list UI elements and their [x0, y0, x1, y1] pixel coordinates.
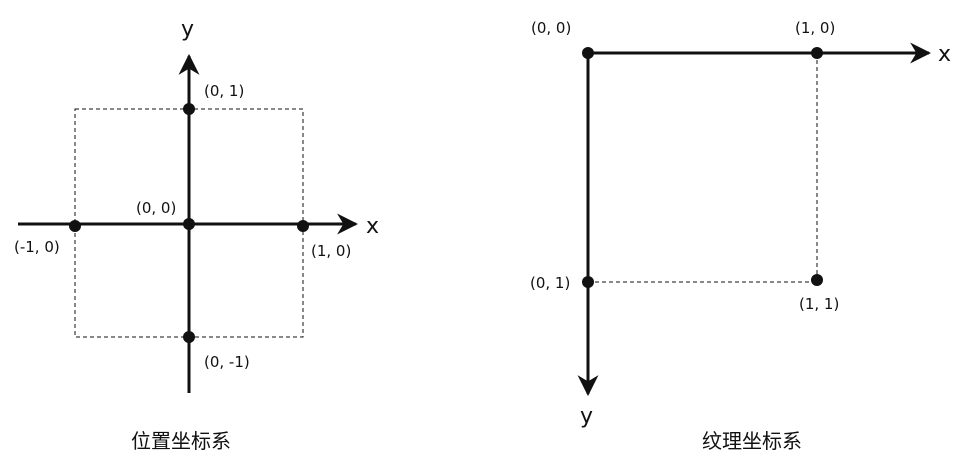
- texture-point-label: (0, 1): [530, 274, 570, 292]
- texture-point-label: (1, 1): [799, 295, 839, 313]
- texture-point-1-1: [811, 274, 823, 286]
- position-point-label: (-1, 0): [14, 238, 60, 256]
- position-point-label: (0, 1): [204, 82, 244, 100]
- position-point-label: (1, 0): [311, 242, 351, 260]
- position-x-axis-label: x: [366, 214, 379, 239]
- texture-point-label: (0, 0): [531, 19, 571, 37]
- texture-point-0-1: [582, 276, 594, 288]
- position-point-0-neg1: [183, 331, 195, 343]
- position-y-axis-label: y: [181, 17, 194, 42]
- texture-point-label: (1, 0): [795, 19, 835, 37]
- texture-x-axis-label: x: [938, 42, 951, 67]
- position-system-caption: 位置坐标系: [131, 429, 231, 453]
- position-point-0-0: [183, 218, 195, 230]
- texture-coordinate-system: x y (0, 0) (1, 0) (0, 1) (1, 1) 纹理坐标系: [530, 19, 951, 453]
- position-point-0-1: [183, 103, 195, 115]
- position-point-1-0: [297, 220, 309, 232]
- texture-point-0-0: [582, 47, 594, 59]
- position-point-neg1-0: [69, 220, 81, 232]
- texture-system-caption: 纹理坐标系: [702, 429, 802, 453]
- texture-point-1-0: [811, 47, 823, 59]
- texture-y-axis-label: y: [580, 404, 593, 429]
- position-point-label: (0, -1): [204, 353, 250, 371]
- position-point-label: (0, 0): [136, 199, 176, 217]
- position-coordinate-system: x y (0, 1) (0, 0) (-1, 0) (1, 0) (0, -1)…: [14, 17, 379, 453]
